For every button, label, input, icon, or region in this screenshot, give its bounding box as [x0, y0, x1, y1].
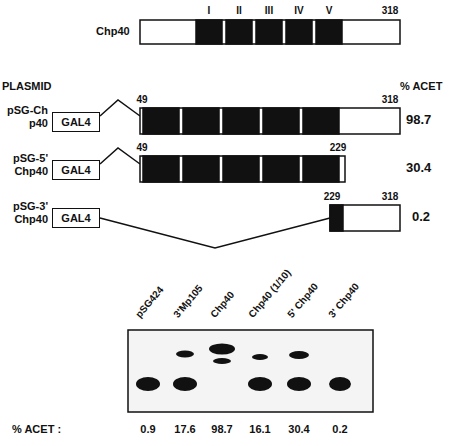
domain-number: IV	[294, 5, 303, 17]
gel-band	[176, 351, 194, 358]
gel-band	[213, 358, 231, 364]
lane-label: 3'Mp105	[171, 283, 205, 320]
domain-number: I	[208, 5, 211, 17]
residue-number: 229	[330, 142, 347, 154]
protein-bar	[140, 108, 400, 134]
construct-3	[100, 205, 400, 248]
protein-name: Chp40	[96, 25, 130, 38]
gel-band	[252, 354, 268, 360]
linker-line	[100, 218, 330, 248]
plasmid-name: pSG-3' Chp40	[0, 200, 48, 225]
gel-band	[289, 351, 309, 359]
domain-number: III	[265, 5, 273, 17]
column-header: % ACET	[400, 80, 442, 93]
lane-label: 3' Chp40	[326, 281, 361, 320]
gal4-box: GAL4	[52, 160, 100, 180]
gel	[128, 330, 373, 412]
domain-block	[256, 20, 282, 44]
domain-block	[223, 108, 259, 134]
residue-number: 229	[324, 191, 341, 203]
linker-line	[100, 100, 140, 116]
plasmid-name: pSG-Ch p40	[0, 104, 48, 129]
domain-block	[226, 20, 252, 44]
domain-block	[303, 108, 339, 134]
activity-value: 17.6	[174, 423, 195, 436]
domain-number: V	[326, 5, 333, 17]
domain-block	[263, 108, 299, 134]
lane-label: Chp40	[208, 289, 236, 320]
domain-block	[143, 108, 179, 134]
activity-value: 0.9	[140, 423, 155, 436]
gal4-box: GAL4	[52, 208, 100, 228]
residue-number: 318	[382, 191, 399, 203]
gel-band	[209, 344, 235, 355]
domain-name: GAL4	[61, 212, 90, 224]
chp40-bar	[140, 20, 400, 44]
domain-block	[183, 108, 219, 134]
column-header: PLASMID	[2, 80, 52, 93]
gel-band	[173, 377, 197, 391]
residue-number: 318	[382, 94, 399, 106]
domain-block	[263, 156, 299, 182]
activity-value: 98.7	[406, 113, 431, 128]
domain-name: GAL4	[61, 116, 90, 128]
residue-number: 49	[136, 94, 147, 106]
residue-number: 318	[382, 5, 399, 17]
domain-name: GAL4	[61, 164, 90, 176]
activity-value: 30.4	[406, 161, 431, 176]
gel-band	[287, 377, 311, 391]
domain-number: II	[236, 5, 242, 17]
domain-block	[303, 156, 339, 182]
lane-label: pSG424	[133, 284, 166, 320]
construct-2	[100, 148, 345, 182]
activity-value: 0.2	[412, 210, 430, 225]
activity-value: 0.2	[332, 423, 347, 436]
gel-band	[248, 377, 272, 391]
domain-block	[330, 205, 343, 231]
domain-block	[223, 156, 259, 182]
protein-bar	[140, 20, 400, 44]
protein-bar	[330, 205, 400, 231]
gel-band	[136, 377, 160, 391]
gal4-box: GAL4	[52, 112, 100, 132]
linker-line	[100, 148, 140, 164]
domain-block	[286, 20, 312, 44]
gel-frame	[128, 330, 373, 412]
residue-number: 49	[136, 142, 147, 154]
protein-bar	[140, 156, 345, 182]
domain-block	[316, 20, 342, 44]
row-header: % ACET :	[12, 423, 61, 436]
lane-label: 5' Chp40	[285, 281, 320, 320]
activity-value: 30.4	[288, 423, 309, 436]
domain-block	[183, 156, 219, 182]
activity-value: 16.1	[249, 423, 270, 436]
plasmid-name: pSG-5' Chp40	[0, 152, 48, 177]
domain-block	[196, 20, 222, 44]
domain-block	[143, 156, 179, 182]
construct-1	[100, 100, 400, 134]
gel-band	[329, 377, 351, 391]
activity-value: 98.7	[211, 423, 232, 436]
